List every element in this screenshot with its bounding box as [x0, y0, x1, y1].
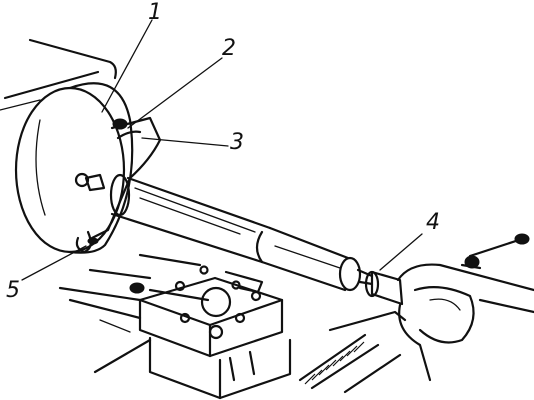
- faceplate: [14, 82, 134, 254]
- tool-post: [129, 265, 292, 400]
- tailstock-body: [396, 233, 534, 382]
- apron-rack: [298, 310, 407, 394]
- leader-5: [21, 245, 87, 281]
- leader-lines: [21, 19, 423, 281]
- callout-label-5: 5: [6, 278, 20, 303]
- headstock-housing: [0, 38, 117, 111]
- leader-1: [101, 19, 153, 113]
- lathe-bed: [58, 253, 202, 374]
- workpiece-shaft: [109, 173, 362, 292]
- tailstock-center: [356, 268, 404, 306]
- callout-label-4: 4: [426, 210, 440, 235]
- leader-2: [127, 57, 223, 129]
- callout-label-2: 2: [222, 36, 236, 61]
- leader-3: [141, 137, 229, 147]
- callout-label-3: 3: [230, 130, 244, 155]
- leader-4: [379, 233, 423, 271]
- callout-label-1: 1: [148, 0, 162, 25]
